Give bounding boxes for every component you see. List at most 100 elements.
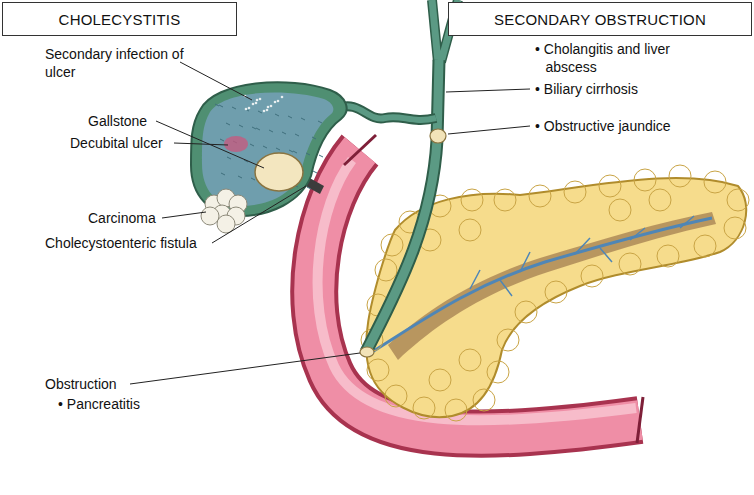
pancreas-lobule [704, 171, 726, 193]
pancreas-lobule [473, 389, 495, 411]
mucosa-fold [221, 173, 225, 175]
infection-speckle [245, 108, 248, 111]
mucosa-fold [282, 132, 286, 134]
ampulla-gallstone [360, 347, 374, 357]
callout-label: Secondary infection of ulcer [45, 45, 185, 81]
leader-line [156, 121, 264, 168]
pancreas-lobule [515, 301, 537, 323]
callout-label: • Biliary cirrhosis [535, 80, 638, 98]
mucosa-fold [219, 105, 223, 107]
infection-speckle [277, 100, 280, 103]
duct-branches [470, 216, 694, 296]
infection-speckle [259, 98, 262, 101]
mucosa-fold [301, 118, 305, 120]
pancreas-lobule [413, 397, 435, 419]
gallstone [255, 153, 303, 191]
pancreas-lobule [634, 169, 656, 191]
mucosa-fold [263, 146, 267, 148]
pancreatic-duct-region [388, 212, 716, 360]
infection-speckle [270, 105, 273, 108]
mucosa-fold [250, 144, 254, 146]
pancreas-lobule [619, 253, 641, 275]
mucosa-fold [276, 148, 280, 150]
pancreas-lobule [609, 199, 631, 221]
pancreas-lobule [545, 281, 567, 303]
heading-box: SECONDARY OBSTRUCTION [448, 2, 752, 36]
leader-line [446, 89, 530, 92]
pancreas-lobule [599, 175, 621, 197]
leader-line [448, 126, 530, 134]
leader-line [212, 186, 306, 243]
pancreas-lobule [657, 245, 679, 267]
mucosa-fold [232, 107, 236, 109]
mucosa-fold [313, 171, 317, 173]
infection-speckle [252, 103, 255, 106]
mucosa-fold [251, 178, 255, 180]
infection-speckle [267, 106, 270, 109]
pancreas-lobule [429, 369, 451, 391]
pancreas-lobule [564, 181, 586, 203]
pancreas-lobule [459, 219, 481, 241]
pancreas-lobule [497, 329, 519, 351]
gallbladder-wall [191, 82, 347, 216]
leader-lines [130, 62, 530, 384]
callout-label: • Pancreatitis [58, 395, 140, 413]
duct-gallstone [430, 129, 446, 143]
mucosa-fold [220, 139, 224, 141]
mucosa-fold [256, 128, 260, 130]
pancreas-lobule [381, 234, 403, 256]
pancreas-lobule [669, 165, 691, 187]
mucosa-fold [288, 116, 292, 118]
pancreas-lobule [459, 349, 481, 371]
mucosa-fold [227, 157, 231, 159]
leader-line [180, 62, 252, 100]
pancreas-lobule [581, 265, 603, 287]
mucosa-fold [258, 111, 262, 113]
pancreas-lobule [724, 217, 746, 239]
leader-line [130, 353, 360, 384]
pancreas-lobule [461, 189, 483, 211]
cystic-duct [338, 106, 436, 120]
mucosa-fold [318, 121, 322, 123]
heading-text: CHOLECYSTITIS [59, 11, 181, 28]
duodenum-cut-end [344, 135, 376, 165]
callout-label: Carcinoma [88, 209, 156, 227]
cystic-duct-outline [338, 106, 436, 120]
pancreas-lobule [529, 185, 551, 207]
pancreas-lobule [375, 259, 397, 281]
mucosa-fold [312, 137, 316, 139]
infection-speckle [256, 99, 259, 102]
pancreas-lobule [494, 189, 516, 211]
pancreas-lobule [367, 359, 389, 381]
mucosa-fold [238, 176, 242, 178]
mucosa-fold [239, 125, 243, 127]
carcinoma-mass [201, 207, 219, 225]
callout-label: • Cholangitis and liver abscess [535, 40, 686, 76]
pancreas-lobule [385, 385, 407, 407]
mucosa-fold [252, 127, 256, 129]
infection-speckle [281, 96, 284, 99]
infection-speckle [266, 109, 269, 112]
mucosa-fold [307, 187, 311, 189]
pancreas-lobule [487, 361, 509, 383]
leader-line [174, 143, 228, 145]
decubital-ulcer [224, 136, 248, 152]
mucosa-fold [275, 114, 279, 116]
mucosa-fold [215, 104, 219, 106]
mucosa-fold [295, 134, 299, 136]
infection-speckle [274, 101, 277, 104]
mucosa-fold [306, 153, 310, 155]
pancreas-lobule [694, 235, 716, 257]
mucosa-fold [293, 151, 297, 153]
callout-label: Obstruction [45, 375, 117, 393]
common-bile-duct [366, 60, 439, 352]
heading-text: SECONDARY OBSTRUCTION [494, 11, 706, 28]
infection-speckle [248, 107, 251, 110]
mucosa-fold [269, 130, 273, 132]
mucosa-fold [289, 150, 293, 152]
pancreas-lobule [649, 189, 671, 211]
callout-label: Gallstone [88, 112, 147, 130]
infection-speckle [255, 102, 258, 105]
pancreas-lobule [445, 399, 467, 421]
